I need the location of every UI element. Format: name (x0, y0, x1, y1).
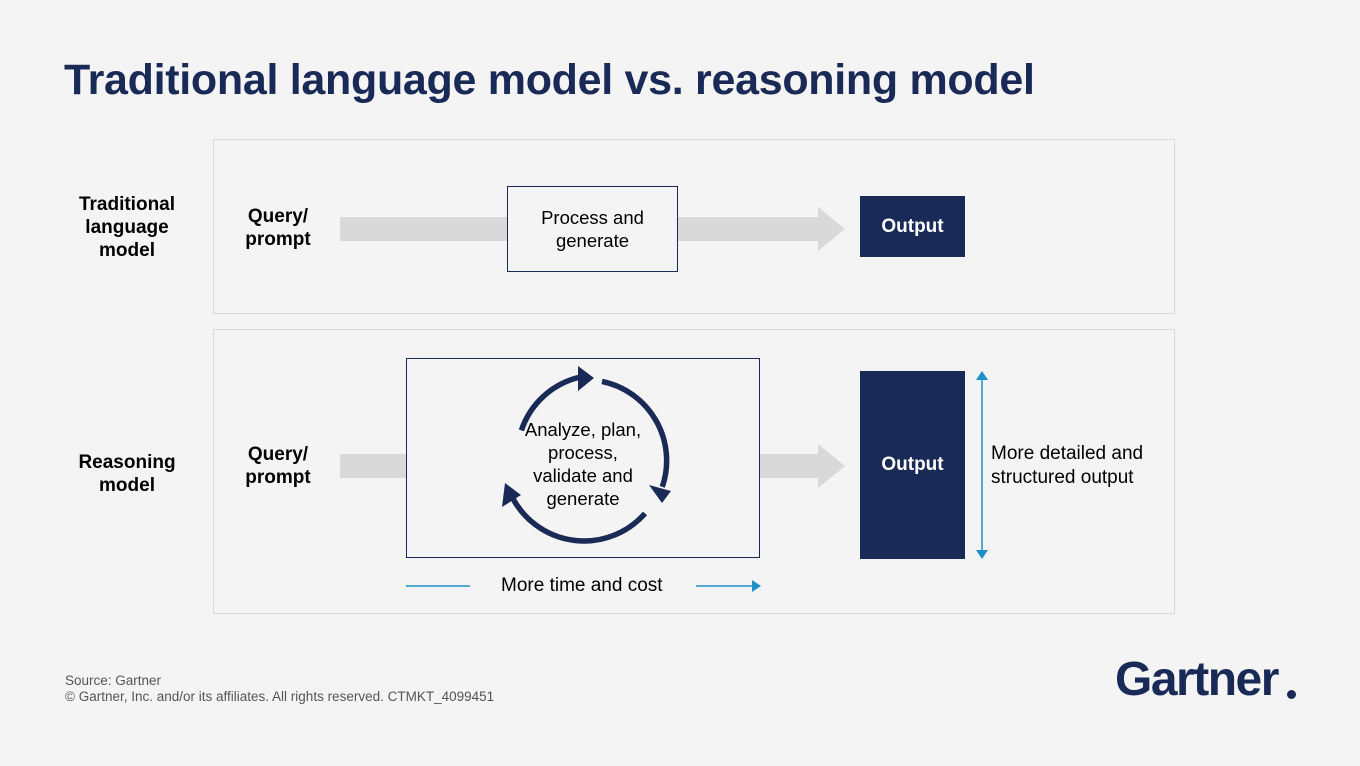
reasoning-flow-arrowhead-icon (818, 444, 845, 488)
double-headed-arrow-icon (976, 371, 988, 559)
traditional-process-box: Process and generate (507, 186, 678, 272)
gartner-logo-dot (1287, 690, 1296, 699)
traditional-model-label: Traditional language model (78, 194, 176, 261)
reasoning-process-box (406, 358, 760, 558)
right-arrow-icon (406, 580, 761, 592)
output-note: More detailed and structured output (991, 443, 1144, 488)
reasoning-query-label: Query/ prompt (245, 444, 311, 488)
gartner-logo: Gartner (1115, 653, 1279, 706)
page-title: Traditional language model vs. reasoning… (64, 56, 1035, 104)
copyright-text: © Gartner, Inc. and/or its affiliates. A… (65, 689, 495, 704)
time-cost-note: More time and cost (501, 575, 663, 596)
traditional-flow-arrowhead-icon (818, 207, 845, 251)
traditional-query-label: Query/ prompt (245, 206, 311, 250)
reasoning-output-box: Output (860, 371, 965, 559)
reasoning-model-label: Reasoning model (78, 452, 176, 496)
traditional-output-box: Output (860, 196, 965, 257)
source-text: Source: Gartner (65, 673, 162, 688)
reasoning-process-text: Analyze, plan, process, validate and gen… (524, 419, 642, 509)
